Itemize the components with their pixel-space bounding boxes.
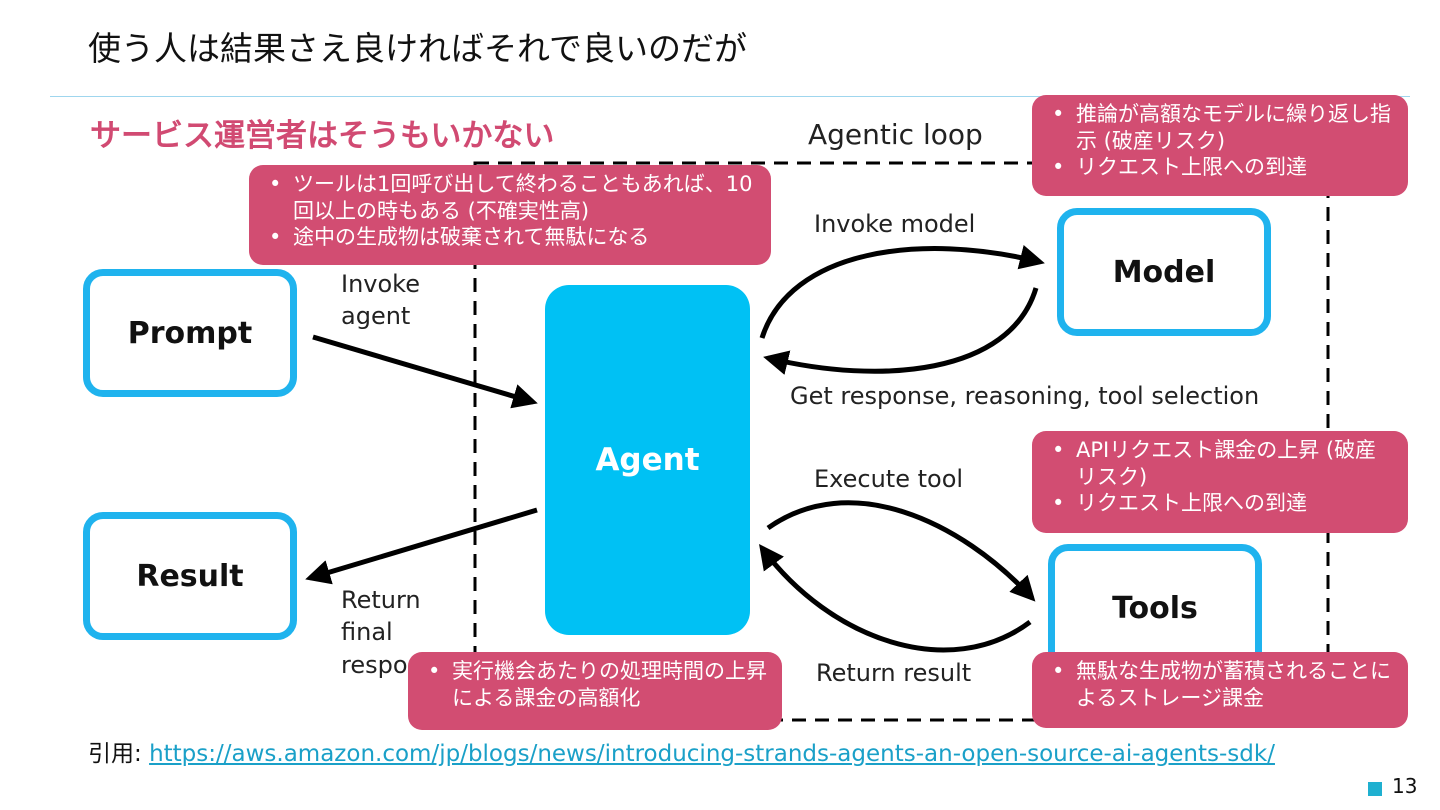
citation-link[interactable]: https://aws.amazon.com/jp/blogs/news/int… xyxy=(149,741,1275,767)
prompt-node: Prompt xyxy=(83,269,297,397)
arrow-return-result xyxy=(759,543,1032,653)
invoke-model-label: Invoke model xyxy=(814,210,976,238)
prompt-node-label: Prompt xyxy=(127,315,253,351)
callout-agent-invoke-item: 途中の生成物は破棄されて無駄になる xyxy=(263,224,757,251)
page-number: 13 xyxy=(1392,774,1418,798)
callout-execution: 実行機会あたりの処理時間の上昇による課金の高額化 xyxy=(408,652,782,730)
arrow-invoke-agent xyxy=(312,334,538,409)
callout-agent-invoke: ツールは1回呼び出して終わることもあれば、10回以上の時もある (不確実性高) … xyxy=(249,165,771,265)
arrow-return-final xyxy=(305,507,538,585)
arrow-invoke-model xyxy=(759,245,1045,339)
agent-node: Agent xyxy=(545,285,750,635)
callout-model: 推論が高額なモデルに繰り返し指示 (破産リスク) リクエスト上限への到達 xyxy=(1032,95,1408,196)
callout-storage-item: 無駄な生成物が蓄積されることによるストレージ課金 xyxy=(1046,658,1394,711)
callout-model-item: 推論が高額なモデルに繰り返し指示 (破産リスク) xyxy=(1046,101,1394,154)
agentic-loop-label: Agentic loop xyxy=(808,118,983,151)
arrow-execute-tool xyxy=(766,500,1036,602)
invoke-agent-label-line1: Invoke xyxy=(341,270,420,298)
callout-api: APIリクエスト課金の上昇 (破産リスク) リクエスト上限への到達 xyxy=(1032,431,1408,533)
callout-agent-invoke-item: ツールは1回呼び出して終わることもあれば、10回以上の時もある (不確実性高) xyxy=(263,171,757,224)
result-node-label: Result xyxy=(136,558,244,594)
page-subtitle: サービス運営者はそうもいかない xyxy=(90,118,555,154)
callout-api-item: リクエスト上限への到達 xyxy=(1046,490,1394,517)
model-node: Model xyxy=(1057,208,1271,336)
page-marker-icon xyxy=(1368,782,1382,796)
return-final-label-line2: final xyxy=(341,618,393,647)
execute-tool-label: Execute tool xyxy=(814,465,964,493)
get-response-label: Get response, reasoning, tool selection xyxy=(790,382,1260,410)
return-final-label-line3: respo xyxy=(341,650,408,679)
citation: 引用: https://aws.amazon.com/jp/blogs/news… xyxy=(88,734,1275,768)
callout-storage: 無駄な生成物が蓄積されることによるストレージ課金 xyxy=(1032,652,1408,728)
invoke-agent-label: Invoke agent xyxy=(341,268,420,333)
invoke-agent-label-line2: agent xyxy=(341,302,411,331)
callout-api-item: APIリクエスト課金の上昇 (破産リスク) xyxy=(1046,437,1394,490)
model-node-label: Model xyxy=(1112,254,1216,290)
callout-model-item: リクエスト上限への到達 xyxy=(1046,154,1394,181)
return-result-label: Return result xyxy=(816,659,972,687)
citation-label: 引用: xyxy=(88,741,150,767)
return-final-label-line1: Return xyxy=(341,586,421,614)
tools-node: Tools xyxy=(1048,544,1262,672)
page-title: 使う人は結果さえ良ければそれで良いのだが xyxy=(88,29,748,68)
agent-node-label: Agent xyxy=(595,442,700,478)
title-divider xyxy=(50,96,1410,97)
tools-node-label: Tools xyxy=(1112,590,1198,626)
arrow-get-response xyxy=(763,287,1039,375)
return-final-label: Return final respo xyxy=(341,584,421,681)
callout-execution-item: 実行機会あたりの処理時間の上昇による課金の高額化 xyxy=(422,658,768,711)
result-node: Result xyxy=(83,512,297,640)
